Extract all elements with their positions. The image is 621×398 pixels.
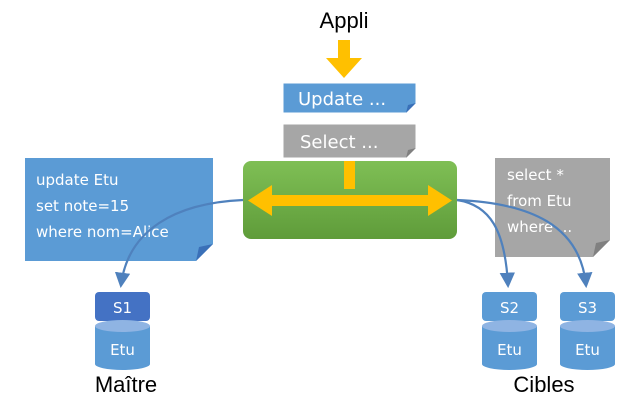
link-to-master (114, 198, 244, 289)
link-to-s2 (456, 198, 516, 289)
database-icon (560, 320, 615, 370)
select-query-label: Select ... (300, 132, 378, 153)
link-to-s3 (456, 198, 593, 289)
server-s1-label: S1 (113, 299, 132, 317)
target-note-line-3: where ... (507, 218, 572, 236)
target-select-note: select * from Etu where ... (495, 158, 610, 257)
server-s1: S1 Etu (95, 292, 150, 370)
select-query-note: Select ... (282, 123, 417, 159)
appli-title: Appli (320, 8, 369, 33)
server-s2-label: S2 (500, 299, 519, 317)
master-update-note: update Etu set note=15 where nom=Alice (25, 158, 213, 261)
master-note-line-3: where nom=Alice (36, 223, 169, 241)
server-s3: S3 Etu (560, 292, 615, 370)
down-arrow-icon (326, 40, 362, 78)
master-caption: Maître (95, 372, 157, 397)
targets-caption: Cibles (513, 372, 574, 397)
database-icon (482, 320, 537, 370)
database-icon (95, 320, 150, 370)
update-query-label: Update ... (298, 89, 386, 110)
server-s3-label: S3 (578, 299, 597, 317)
update-query-note: Update ... (282, 82, 417, 114)
target-note-line-2: from Etu (507, 192, 572, 210)
server-s2: S2 Etu (482, 292, 537, 370)
server-s3-table: Etu (575, 341, 600, 359)
server-s2-table: Etu (497, 341, 522, 359)
server-s1-table: Etu (110, 341, 135, 359)
master-note-line-1: update Etu (36, 171, 119, 189)
target-note-line-1: select * (507, 166, 564, 184)
master-note-line-2: set note=15 (36, 197, 129, 215)
split-arrow-icon (248, 161, 452, 216)
